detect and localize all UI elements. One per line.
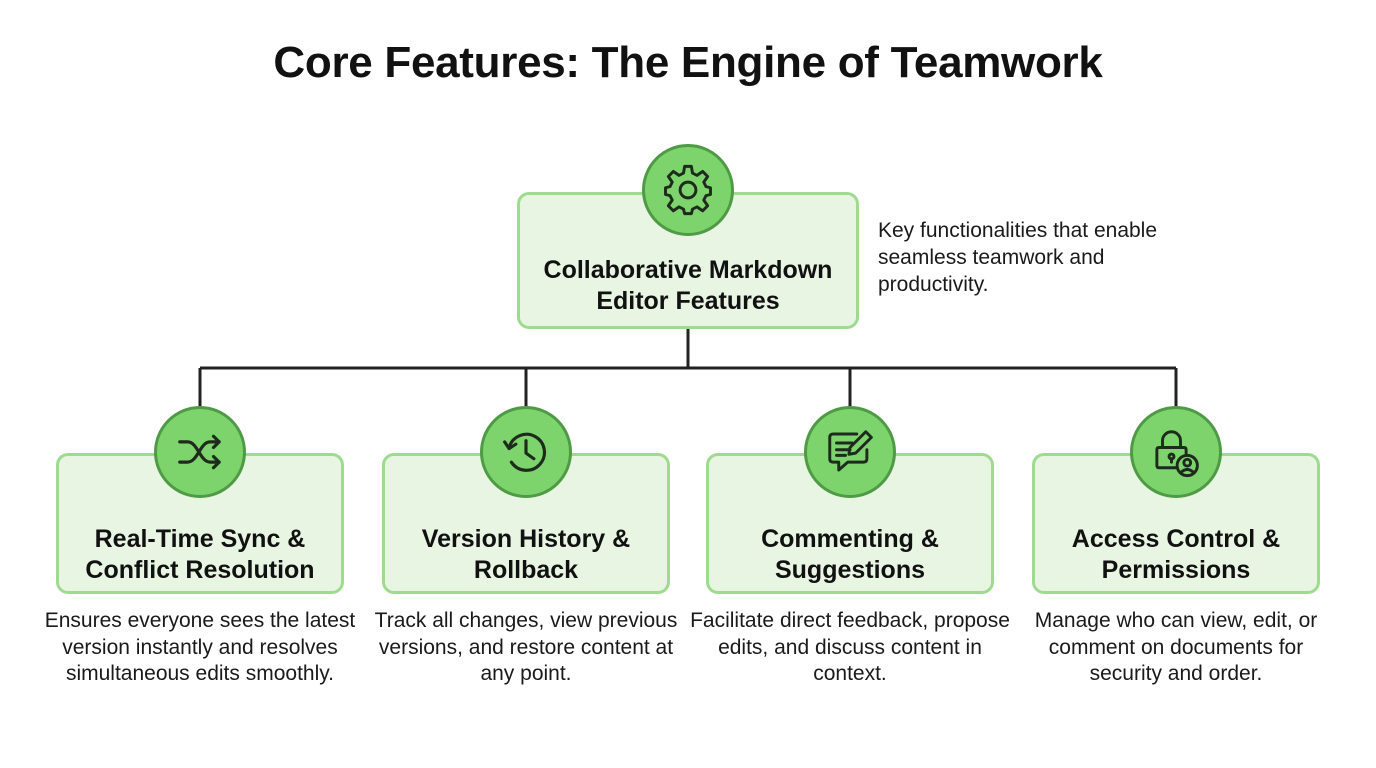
feature-icon-circle (804, 406, 896, 498)
gear-icon (664, 164, 712, 216)
feature-label: Commenting & Suggestions (761, 525, 939, 584)
shuffle-icon (178, 434, 221, 470)
root-icon-circle (642, 144, 734, 236)
comment-edit-icon (828, 430, 873, 472)
feature-label: Access Control & Permissions (1071, 525, 1281, 584)
feature-description: Manage who can view, edit, or comment on… (1034, 609, 1318, 685)
feature-node-commenting: Commenting & Suggestions (706, 453, 994, 594)
feature-description: Track all changes, view previous version… (374, 609, 678, 685)
feature-icon-circle (1130, 406, 1222, 498)
root-node-label: Collaborative Markdown Editor Features (543, 256, 833, 315)
feature-description: Facilitate direct feedback, propose edit… (690, 609, 1010, 685)
feature-label: Real-Time Sync & Conflict Resolution (85, 525, 315, 584)
root-description: Key functionalities that enable seamless… (878, 219, 1158, 296)
lock-user-icon (1155, 430, 1199, 478)
feature-node-version-history: Version History & Rollback (382, 453, 670, 594)
history-icon (503, 432, 547, 472)
root-node: Collaborative Markdown Editor Features (517, 192, 859, 329)
feature-icon-circle (154, 406, 246, 498)
feature-label: Version History & Rollback (421, 525, 631, 584)
feature-description: Ensures everyone sees the latest version… (44, 609, 356, 685)
diagram-title: Core Features: The Engine of Teamwork (273, 38, 1103, 87)
feature-icon-circle (480, 406, 572, 498)
